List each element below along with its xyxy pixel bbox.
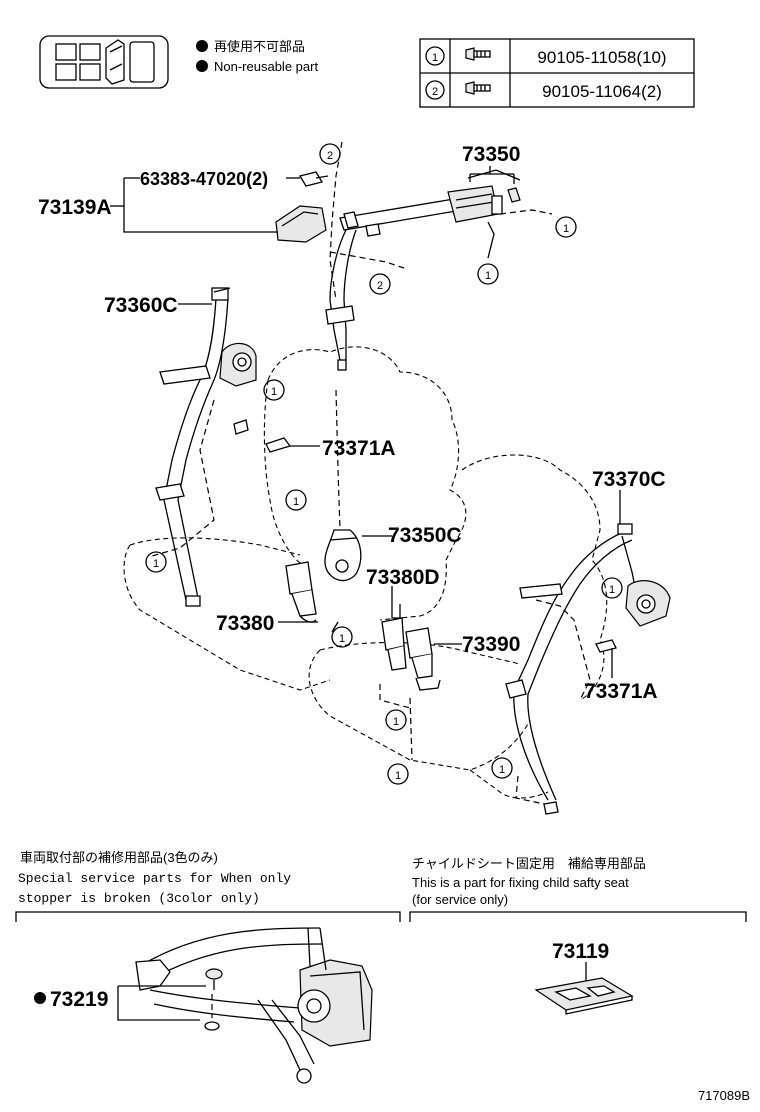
- service-left-ja: 車両取付部の補修用部品(3色のみ): [20, 850, 218, 865]
- service-left-line2: stopper is broken (3color only): [18, 891, 260, 906]
- callout-73371A-right: 73371A: [584, 680, 658, 703]
- ref-circle-1-label: 1: [393, 716, 399, 728]
- center-belt-retractor-73350: [325, 185, 503, 371]
- ref-circle-1-label: 1: [563, 223, 569, 235]
- ref-circle-1-label: 1: [153, 558, 159, 570]
- ref-circle-1: [331, 626, 353, 648]
- legend-ja: 再使用不可部品: [214, 39, 305, 54]
- ref-circle-1: [145, 551, 167, 573]
- guide-73371A-left: [265, 437, 292, 453]
- ref-circle-1-label: 1: [395, 770, 401, 782]
- child-seat-anchor-plate-73119: [534, 977, 634, 1015]
- non-reusable-bullet-icon: [196, 60, 208, 72]
- non-reusable-bullet-icon: [34, 992, 46, 1004]
- stopper-illustration-73219: [135, 927, 373, 1084]
- ref-circle-1: [263, 379, 285, 401]
- ref-circle-2-label: 2: [377, 280, 383, 292]
- vehicle-locator-icon: [39, 35, 169, 89]
- ref-circle-1-label: 1: [485, 270, 491, 282]
- callout-73370C: 73370C: [592, 468, 666, 491]
- ref-circle-1: [491, 757, 513, 779]
- callout-73371A-left: 73371A: [322, 437, 396, 460]
- right-outer-belt-73370C: [505, 523, 671, 815]
- buckle-73380: [285, 561, 317, 623]
- bolt-table: 1 2 90105-11058(10) 90105-11064(2): [419, 38, 695, 108]
- ref-circle-1-label: 1: [609, 584, 615, 596]
- callout-73390: 73390: [462, 633, 520, 656]
- callout-73219: 73219: [50, 988, 108, 1011]
- center-buckle-73350C: [324, 529, 362, 582]
- callout-73350C: 73350C: [388, 524, 462, 547]
- ref-circle-2-label: 2: [327, 150, 333, 162]
- ref-circle-1: [285, 489, 307, 511]
- callout-73350: 73350: [462, 143, 520, 166]
- bolt-table-part-2: 90105-11064(2): [542, 82, 662, 101]
- callout-63383-47020: 63383-47020(2): [140, 169, 268, 189]
- callout-73119: 73119: [552, 940, 609, 963]
- callout-73360C: 73360C: [104, 294, 178, 317]
- bolt-table-ref-2: 2: [432, 86, 438, 98]
- ref-circle-1: [555, 216, 577, 238]
- callout-73139A: 73139A: [38, 196, 112, 219]
- service-right-line2: (for service only): [412, 892, 508, 907]
- left-outer-belt-73360C: [155, 287, 257, 607]
- ref-circle-2: [369, 273, 391, 295]
- bolt-table-ref-1: 1: [432, 52, 438, 64]
- buckle-73380D: [381, 617, 407, 671]
- ref-circle-1: [385, 709, 407, 731]
- service-left-line1: Special service parts for When only: [18, 871, 291, 886]
- buckle-73390: [405, 627, 441, 691]
- bolt-icon: [465, 47, 491, 61]
- ref-circle-1-label: 1: [293, 496, 299, 508]
- cover-73139A: [275, 171, 329, 243]
- bolt-icon: [465, 81, 491, 95]
- ref-circle-1-label: 1: [271, 386, 277, 398]
- ref-circle-2: [319, 143, 341, 165]
- service-right-ja: チャイルドシート固定用 補給専用部品: [412, 856, 646, 871]
- ref-circle-1-label: 1: [499, 764, 505, 776]
- bolt-table-part-1: 90105-11058(10): [537, 48, 666, 67]
- non-reusable-bullet-icon: [196, 40, 208, 52]
- legend-en: Non-reusable part: [214, 59, 318, 74]
- callout-73380: 73380: [216, 612, 274, 635]
- ref-circle-1: [477, 263, 499, 285]
- callout-73380D: 73380D: [366, 566, 440, 589]
- ref-circle-1-label: 1: [339, 633, 345, 645]
- guide-73371A-right: [595, 639, 617, 653]
- service-right-line1: This is a part for fixing child safty se…: [412, 875, 629, 890]
- figure-id: 717089B: [698, 1088, 750, 1103]
- service-section-divider: [15, 911, 747, 922]
- ref-circle-1: [601, 577, 623, 599]
- ref-circle-1: [387, 763, 409, 785]
